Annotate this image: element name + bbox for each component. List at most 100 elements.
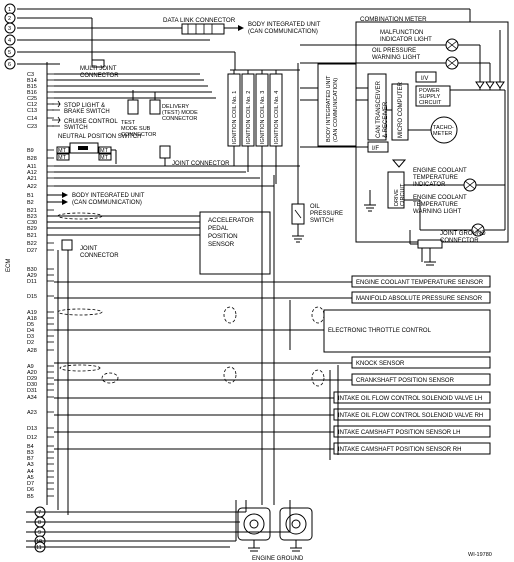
ecm-pin-A21: A21 [27,176,37,182]
terminal-label-6: 6 [8,62,11,68]
can-transceiver-box [367,73,387,141]
ecm-pin-D11: D11 [27,279,37,285]
body-integrated-unit-vertical-label: BODY INTEGRATED UNIT(CAN COMMUNICATION) [326,75,339,142]
terminal-label-11: 11 [36,545,42,551]
ecm-pin-B1: B1 [27,193,34,199]
body-integrated-unit-vertical [317,63,357,147]
ecm-pin-B9: B9 [27,148,34,154]
tachometer-label: TACHO-METER [433,125,454,137]
diode-1 [475,81,485,89]
sensor-label: KNOCK SENSOR [356,361,405,367]
sensor-label: ENGINE COOLANT TEMPERATURE SENSOR [356,280,484,286]
multi-joint-connector [91,59,105,68]
data-link-connector [181,23,225,35]
engine-ground-2 [279,507,313,541]
shield-apps [57,212,103,220]
iv-label: I/V [421,76,428,82]
terminal-label-4: 4 [8,38,11,44]
coolant-indicator-lamp [463,178,477,192]
ecm-pin-D2: D2 [27,340,34,346]
ecm-pin-B16: B16 [27,90,37,96]
ecm-pin-D31: D31 [27,388,37,394]
ecm-pin-A19: A19 [27,310,37,316]
ecm-pin-A4: A4 [27,469,34,475]
ecm-pin-A29: A29 [27,273,37,279]
ecm-pin-B4: B4 [27,444,34,450]
ecm-pin-D7: D7 [27,481,34,487]
terminal-6 [4,58,16,70]
ecm-pin-C23: C23 [27,124,37,130]
ecm-pin-A22: A22 [27,184,37,190]
ecm-pin-B7: B7 [27,456,34,462]
ecm-pin-B15: B15 [27,84,37,90]
ecm-pin-D13: D13 [27,426,37,432]
mt-label-3: MT [58,155,67,161]
ecm-pin-B21: B21 [27,233,37,239]
ecm-label: ECM [6,259,12,272]
terminal-3 [4,22,16,34]
accelerator-pedal-sensor [199,211,271,275]
engine-ground-label: ENGINE GROUND [252,556,304,562]
stop-light-brake-label: STOP LIGHT &BRAKE SWITCH [64,103,110,115]
ecm-pin-B23: B23 [27,214,37,220]
terminal-label-3: 3 [8,26,11,32]
arrow-down [391,159,407,168]
terminal-label-7: 7 [38,510,41,516]
ecm-top-pin-wires: C3B14B15B16C25C12C13C14C23B9B28A11A12A21… [27,72,274,254]
data-link-connector-label: DATA LINK CONNECTOR [163,17,236,24]
ecm-pin-C12: C12 [27,102,37,108]
oil-pressure-warning-lamp [445,56,459,70]
sensor-box [323,309,491,353]
engine-ground-1 [237,507,271,541]
sensor-label: INTAKE OIL FLOW CONTROL SOLENOID VALVE R… [338,413,483,419]
ecm-pin-A9: A9 [27,364,34,370]
ecm-pin-B28: B28 [27,156,37,162]
sensor-label: INTAKE CAMSHAFT POSITION SENSOR RH [338,447,461,453]
ecm-pin-A12: A12 [27,170,37,176]
bottom-terminals: 7891011 [34,506,46,553]
terminal-label-1: 1 [8,7,11,13]
joint-connector-left [61,239,73,251]
joint-connector-mid [159,145,171,159]
ignition-coil-label-4: IGNITION COIL No. 4 [274,91,280,144]
if-label: I/F [372,146,379,152]
ecm-pin-B21: B21 [27,208,37,214]
iv-block [415,71,437,83]
ecm-pin-B5: B5 [27,494,34,500]
terminal-label-2: 2 [8,16,11,22]
ecm-pin-D4: D4 [27,328,34,334]
ecm-pin-D5: D5 [27,322,34,328]
combination-meter-label: COMBINATION METER [360,16,427,23]
delivery-test-mode-connector [149,99,161,115]
ecm-pin-D12: D12 [27,435,37,441]
ecm-pin-A5: A5 [27,475,34,481]
terminal-label-9: 9 [38,530,41,536]
ecm-pin-A11: A11 [27,164,36,170]
ecm-pin-A23: A23 [27,410,37,416]
diode-2 [485,81,495,89]
sensor-boxes: ENGINE COOLANT TEMPERATURE SENSORMANIFOL… [54,275,491,455]
ecm-pin-C14: C14 [27,116,37,122]
ignition-coil-label-3: IGNITION COIL No. 3 [260,91,266,144]
neutral-position-label: NEUTRAL POSITION SWITCH [58,134,141,140]
ecm-pin-A3: A3 [27,462,34,468]
ecm-pin-C3: C3 [27,72,34,78]
mt-connector-3 [56,153,70,161]
ecm-pin-A34: A34 [27,395,37,401]
test-mode-sub-connector [127,99,139,115]
body-integrated-unit-mid-label: BODY INTEGRATED UNIT(CAN COMMUNICATION) [72,193,145,206]
ecm-pin-B3: B3 [27,450,34,456]
drive-circuit-label: DRIVECIRCUIT [394,183,406,206]
ecm-pin-B14: B14 [27,78,37,84]
